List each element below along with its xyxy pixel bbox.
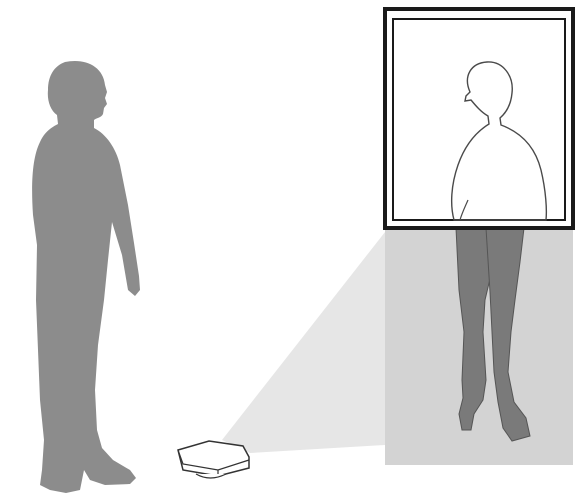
projector-icon	[178, 441, 249, 478]
light-beam	[222, 232, 385, 453]
mirror-frame	[385, 9, 573, 228]
person-silhouette-icon	[32, 61, 140, 493]
